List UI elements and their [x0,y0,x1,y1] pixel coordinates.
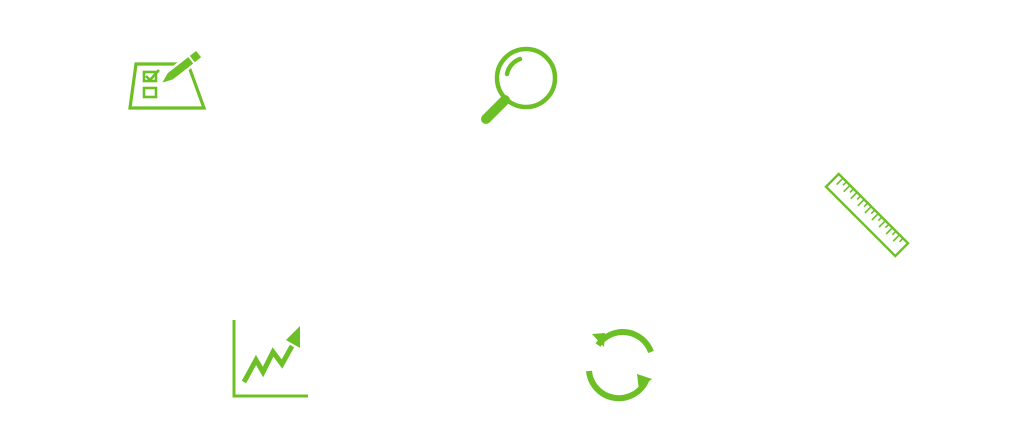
checklist-pencil-icon [126,40,210,114]
ruler-icon [824,172,910,258]
growth-chart-icon [228,318,312,400]
refresh-icon [582,322,660,402]
magnifying-glass-icon [476,42,562,128]
